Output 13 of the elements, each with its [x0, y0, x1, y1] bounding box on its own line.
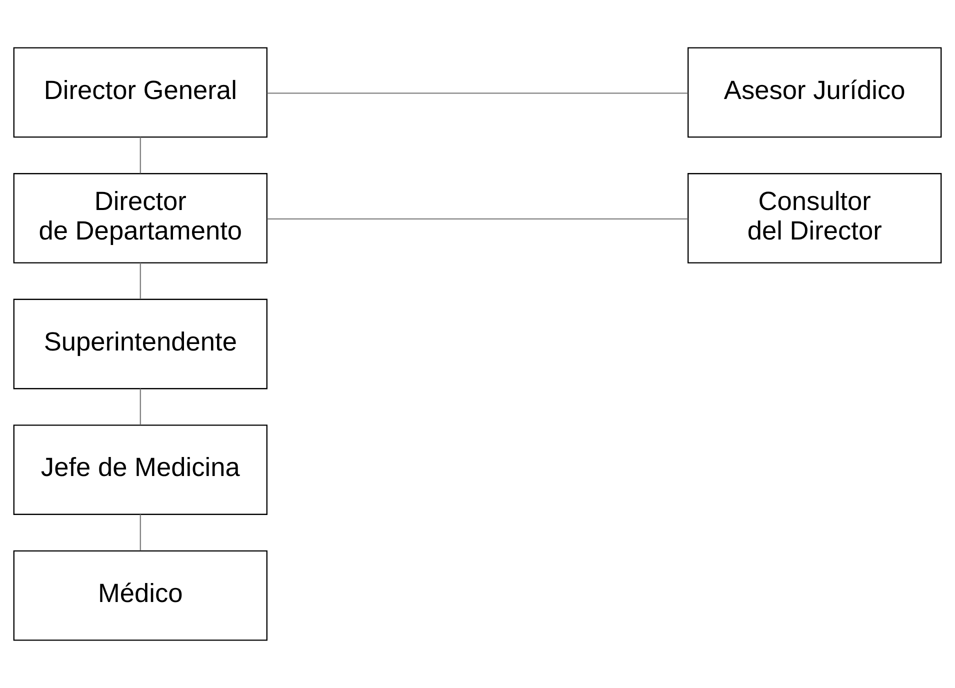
connector [140, 137, 141, 174]
node-box: Médico [13, 550, 268, 641]
node-box: Director de Departamento [13, 173, 268, 264]
connector [140, 514, 141, 551]
node-box: Superintendente [13, 298, 268, 390]
node-box: Asesor Jurídico [688, 47, 942, 138]
node-box: Director General [13, 47, 268, 138]
node-box: Jefe de Medicina [13, 424, 268, 515]
connector [140, 262, 141, 300]
node-box: Consultor del Director [688, 173, 942, 264]
connector [267, 218, 688, 220]
connector [267, 92, 688, 94]
connector [140, 388, 141, 425]
